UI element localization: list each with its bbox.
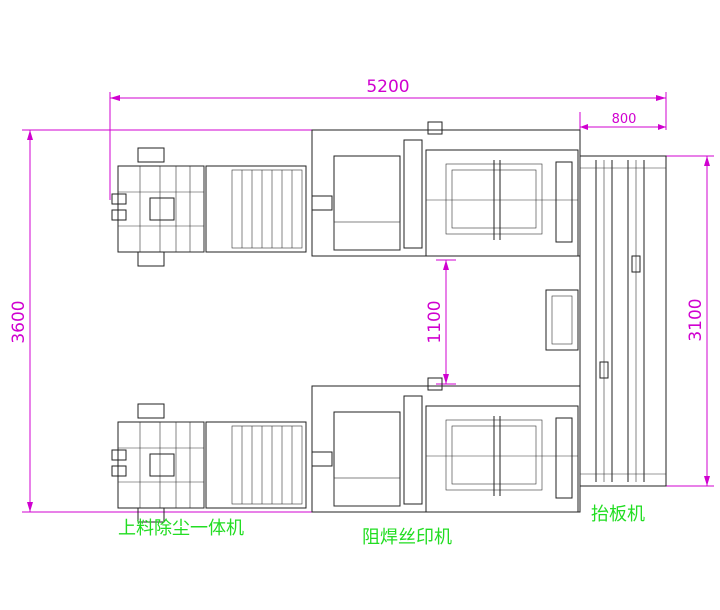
- dimension-800: 800: [579, 112, 666, 156]
- loader-cleaner-top: [111, 121, 581, 267]
- dimension-1100-label: 1100: [425, 300, 445, 343]
- dimension-3600-label: 3600: [9, 300, 29, 343]
- dimension-5200-label: 5200: [366, 77, 409, 97]
- board-lifter: [579, 155, 667, 487]
- dimension-5200: 5200: [109, 77, 667, 200]
- dimension-3100-label: 3100: [686, 298, 706, 341]
- solder-mask-printer-label: 阻焊丝印机: [362, 527, 452, 548]
- production-line-bottom: [111, 377, 581, 523]
- dimension-3600: 3600: [9, 129, 320, 513]
- dimension-800-label: 800: [612, 112, 637, 127]
- control-cabinet: [545, 289, 579, 351]
- board-lifter-label: 抬板机: [591, 504, 645, 525]
- dimension-3100: 3100: [666, 155, 714, 487]
- loader-cleaner-label: 上料除尘一体机: [118, 518, 244, 539]
- dimension-1100: 1100: [425, 259, 456, 385]
- production-line-top: [111, 121, 581, 267]
